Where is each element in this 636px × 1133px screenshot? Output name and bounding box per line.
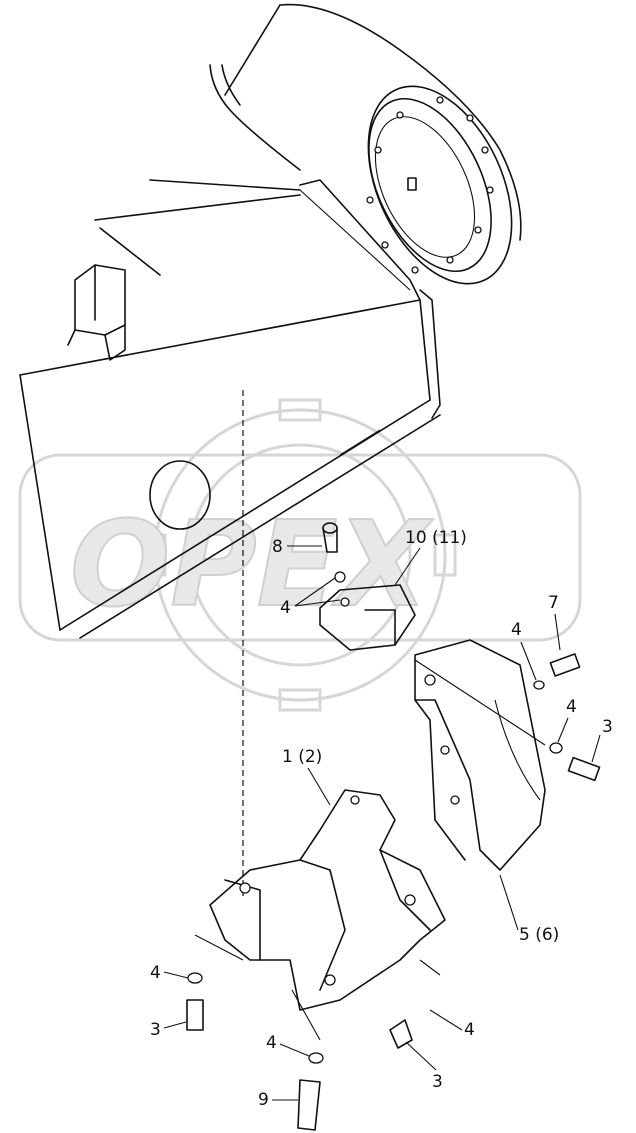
callout-part-9: 9: [258, 1090, 269, 1110]
bolt-3-bottom-right: [389, 1019, 413, 1049]
callout-labels: 1 (2) 3 3 3 4 4 4 4 4 4 5 (6) 7 8 9 10 (…: [150, 528, 613, 1110]
watermark: OPEX: [18, 398, 582, 712]
main-bracket-1: [209, 789, 446, 1011]
bolt-7: [549, 653, 581, 677]
rubber-mount-10: [319, 571, 416, 651]
callout-part-8: 8: [272, 537, 283, 557]
watermark-text: OPEX: [70, 495, 433, 633]
callout-part-5-6: 5 (6): [519, 925, 559, 945]
callout-part-3-b: 3: [432, 1072, 443, 1092]
callout-part-7: 7: [548, 593, 559, 613]
callout-part-4-b: 4: [266, 1033, 277, 1053]
bolt-3-right: [567, 756, 601, 782]
idler-wheel: [279, 3, 522, 285]
callout-part-3-c: 3: [602, 717, 613, 737]
callout-part-4-f: 4: [566, 697, 577, 717]
callout-part-1-2: 1 (2): [282, 747, 322, 767]
callout-part-4-e: 4: [511, 620, 522, 640]
leader-lines-bottom: [194, 934, 441, 1041]
callout-part-3-a: 3: [150, 1020, 161, 1040]
bolt-8: [322, 522, 338, 553]
callout-part-4-c: 4: [464, 1020, 475, 1040]
callout-leaders: [163, 545, 601, 1101]
callout-part-10-11: 10 (11): [405, 528, 467, 548]
washer-4-right-b: [549, 742, 563, 754]
top-bracket: [67, 264, 126, 361]
track-frame: [19, 4, 441, 639]
washer-4-bottom-mid: [308, 1052, 324, 1064]
leader-bolt-line: [414, 659, 546, 746]
washer-4-bottom-left: [187, 972, 203, 984]
frame-hole: [149, 460, 211, 530]
callout-part-4-a: 4: [150, 963, 161, 983]
watermark-gear: [143, 398, 457, 712]
callout-part-4-d: 4: [280, 598, 291, 618]
bracket-plate-5: [414, 639, 546, 871]
washer-4-right-a: [533, 680, 545, 690]
bolt-3-bottom-left: [186, 999, 204, 1031]
bolt-9: [297, 1079, 321, 1131]
